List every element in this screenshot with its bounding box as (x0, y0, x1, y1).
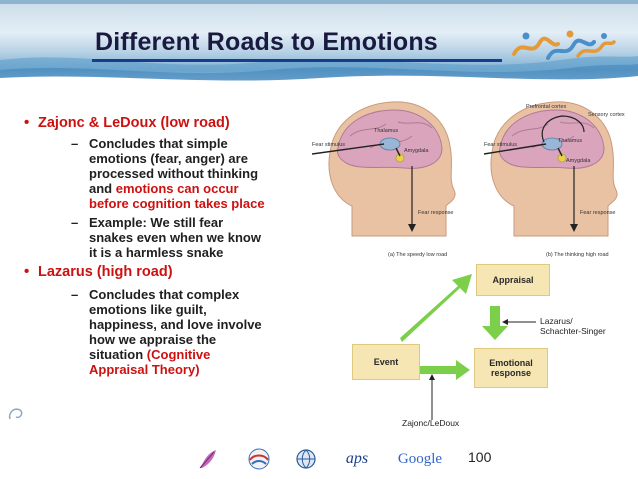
dash-marker: – (71, 136, 79, 151)
label-fear-response: Fear response (418, 210, 453, 216)
swirl-icon (8, 408, 23, 420)
title-underline (92, 59, 502, 62)
label-fear-response: Fear response (580, 210, 615, 216)
appraisal-box: Appraisal (476, 264, 550, 296)
low-road-head: Thalamus Amygdala Fear stimulus Fear res… (312, 101, 456, 258)
bullet-heading: Lazarus (high road) (38, 264, 173, 280)
label-thalamus: Thalamus (374, 128, 398, 134)
sub-line-red: (Cognitive (146, 347, 211, 362)
label-sensory-cortex: Sensory cortex (588, 112, 625, 118)
appraisal-diagram: Appraisal Event Emotional response Lazar… (340, 258, 638, 433)
footer-logos: aps Google (0, 440, 638, 479)
sub-line-red: emotions can occur (115, 181, 239, 196)
slide-title: Different Roads to Emotions (95, 28, 438, 56)
dancers-logo (512, 30, 616, 60)
psych-logo-icon (248, 448, 270, 470)
sub-line-mixed: situation (Cognitive (89, 347, 315, 362)
event-box: Event (352, 344, 420, 380)
sub-line: happiness, and love involve (89, 317, 262, 332)
dash-marker: – (71, 287, 79, 302)
bullet-dot: • (24, 263, 30, 280)
sub-line: processed without thinking (89, 166, 259, 181)
label-thalamus: Thalamus (558, 138, 582, 144)
bullet-low-road: • Zajonc & LeDoux (low road) (24, 114, 230, 131)
sub-line: how we appraise the (89, 332, 217, 347)
lazarus-line: Lazarus/ (540, 316, 573, 326)
label-fear-stimulus: Fear stimulus (312, 142, 345, 148)
label-amygdala: Amygdala (404, 148, 429, 154)
sub-line-prefix: and (89, 181, 116, 196)
feather-logo-icon (199, 450, 216, 469)
sub-line-red: before cognition takes place (89, 196, 265, 211)
top-rule (0, 0, 638, 4)
sub-line: emotions (fear, anger) are (89, 151, 248, 166)
sub-line: Concludes that simple (89, 136, 228, 151)
bullet-high-road: • Lazarus (high road) (24, 263, 173, 280)
google-logo: Google (397, 450, 443, 467)
label-prefrontal-cortex: Prefrontal cortex (526, 104, 567, 110)
emotional-response-box: Emotional response (474, 348, 548, 388)
label-amygdala: Amygdala (566, 158, 591, 164)
bullet-dot: • (24, 114, 30, 131)
sub-line: Concludes that complex (89, 287, 240, 302)
sub-line: it is a harmless snake (89, 245, 224, 260)
wave-decoration (0, 56, 638, 86)
sub-bullet-snake-example: – Example: We still fear snakes even whe… (71, 215, 315, 260)
diagram-arrows (400, 274, 536, 420)
sub-line-prefix: situation (89, 347, 147, 362)
header-banner (0, 0, 638, 86)
sub-bullet-simple-emotions: – Concludes that simple emotions (fear, … (71, 136, 315, 211)
caption-low-road: (a) The speedy low road (388, 252, 447, 258)
bullet-heading: Zajonc & LeDoux (low road) (38, 115, 230, 131)
sub-line-red: Appraisal Theory) (89, 362, 200, 377)
lazarus-label: Lazarus/ Schachter-Singer (540, 316, 606, 336)
globe-logo-icon (296, 449, 316, 469)
sub-line: Example: We still fear (89, 215, 224, 230)
sub-line-mixed: and emotions can occur (89, 181, 315, 196)
sub-line: snakes even when we know (89, 230, 261, 245)
dash-marker: – (71, 215, 79, 230)
emotional-response-line: response (490, 368, 532, 378)
brain-roads-figure: Thalamus Amygdala Fear stimulus Fear res… (312, 101, 625, 258)
aps-logo: aps (345, 450, 369, 467)
sub-bullet-complex-emotions: – Concludes that complex emotions like g… (71, 287, 315, 377)
label-fear-stimulus: Fear stimulus (484, 142, 517, 148)
sub-line: emotions like guilt, (89, 302, 207, 317)
zajonc-label: Zajonc/LeDoux (402, 418, 460, 428)
emotional-response-line: Emotional (489, 358, 533, 368)
lazarus-line: Schachter-Singer (540, 326, 606, 336)
page-number: 100 (468, 449, 492, 465)
caption-high-road: (b) The thinking high road (546, 252, 609, 258)
high-road-head: Prefrontal cortex Sensory cortex Thalamu… (483, 101, 625, 258)
